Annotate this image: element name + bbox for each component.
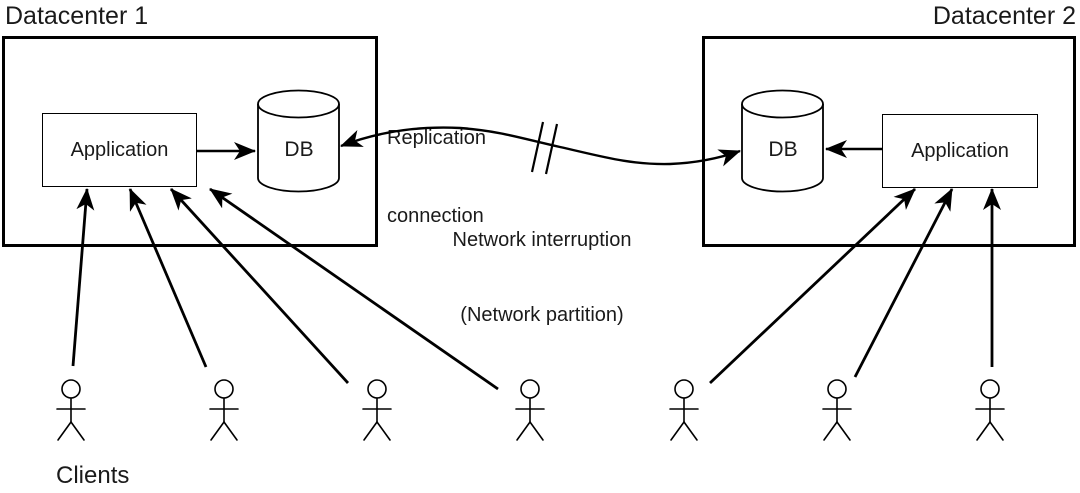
- datacenter-1-label: Datacenter 1: [5, 2, 149, 30]
- network-interruption-line1: Network interruption: [452, 229, 632, 251]
- client-figure: [209, 379, 239, 441]
- db-1-label: DB: [284, 138, 314, 161]
- datacenter-2-label: Datacenter 2: [932, 2, 1076, 30]
- application-1-label: Application: [70, 138, 169, 161]
- client-figure: [515, 379, 545, 441]
- clients-layer: [56, 379, 1005, 441]
- client-figure: [822, 379, 852, 441]
- client-figure: [56, 379, 86, 441]
- network-interruption-label: Network interruption (Network partition): [377, 178, 707, 378]
- application-2-box: Application: [882, 114, 1038, 188]
- replication-label-line1: Replication: [387, 127, 486, 149]
- application-2-label: Application: [911, 139, 1009, 162]
- client-figure: [975, 379, 1005, 441]
- network-interruption-icon: [530, 121, 559, 175]
- client-figure: [362, 379, 392, 441]
- application-1-box: Application: [42, 113, 197, 187]
- db-2-label: DB: [768, 138, 798, 161]
- network-interruption-line2: (Network partition): [460, 304, 624, 326]
- client-figure: [669, 379, 699, 441]
- clients-label: Clients: [56, 462, 130, 489]
